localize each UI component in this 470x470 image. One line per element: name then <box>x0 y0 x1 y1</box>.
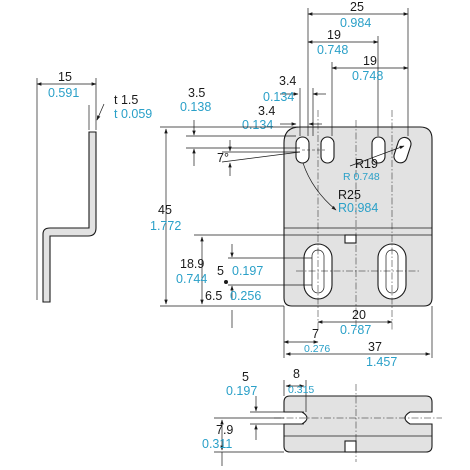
notch-width-in: 0.315 <box>288 384 314 396</box>
slot-width-top-in: 0.134 <box>263 90 294 104</box>
hole-pitch-in: 0.787 <box>340 323 371 337</box>
thickness-in: t 0.059 <box>114 107 152 121</box>
slot-offset-in: 0.138 <box>180 100 211 114</box>
height-mm: 45 <box>158 203 172 217</box>
angle-label: 7° <box>217 151 229 165</box>
slot-height-mm: 18.9 <box>180 257 204 271</box>
slot-offset-mm: 3.5 <box>188 86 205 100</box>
bottom-view: 8 0.315 5 0.197 7.9 0.311 <box>202 367 442 466</box>
overall-width-in: 0.984 <box>340 16 371 30</box>
slot-height-in: 0.744 <box>176 272 207 286</box>
height-in: 1.772 <box>150 219 181 233</box>
slot-pitch-a-mm: 19 <box>327 28 341 42</box>
bottom-slot-mm: 5 <box>242 370 249 384</box>
slot-width-low-in: 0.134 <box>242 118 273 132</box>
hole-width-in: 0.197 <box>232 264 263 278</box>
slot-pitch-b-in: 0.748 <box>352 69 383 83</box>
side-width-mm: 15 <box>58 70 72 84</box>
slot-width-top-mm: 3.4 <box>279 74 296 88</box>
notch-width-mm: 8 <box>293 367 300 381</box>
side-view: 15 0.591 t 1.5 t 0.059 <box>36 70 152 303</box>
radius-small-mm: R19 <box>355 157 378 171</box>
radius-small-in: R 0.748 <box>343 171 380 183</box>
upper-slot-2 <box>320 136 335 164</box>
bottom-slot-in: 0.197 <box>226 384 257 398</box>
edge-offset-in: 0.276 <box>304 343 330 355</box>
edge-offset-mm: 7 <box>312 327 319 341</box>
base-width-in: 1.457 <box>366 355 397 369</box>
radius-large-mm: R25 <box>338 188 361 202</box>
depth-mm: 7.9 <box>216 423 233 437</box>
hole-offset-mm: 6.5 <box>205 289 222 303</box>
slot-pitch-a-in: 0.748 <box>317 43 348 57</box>
side-width-in: 0.591 <box>48 86 79 100</box>
upper-slot-4 <box>393 136 412 164</box>
base-width-mm: 37 <box>368 340 382 354</box>
radius-large-in: R0.984 <box>338 201 378 215</box>
thickness-mm: t 1.5 <box>114 93 138 107</box>
hole-offset-in: 0.256 <box>230 289 261 303</box>
front-view: 25 0.984 19 0.748 19 0.748 3.4 0.134 3.4… <box>150 0 433 369</box>
slot-width-low-mm: 3.4 <box>258 104 275 118</box>
slot-pitch-b-mm: 19 <box>363 54 377 68</box>
overall-width-mm: 25 <box>350 0 364 14</box>
hole-pitch-mm: 20 <box>352 308 366 322</box>
hole-width-mm: 5 <box>217 264 224 278</box>
depth-in: 0.311 <box>202 437 232 451</box>
side-view-profile <box>42 131 97 303</box>
